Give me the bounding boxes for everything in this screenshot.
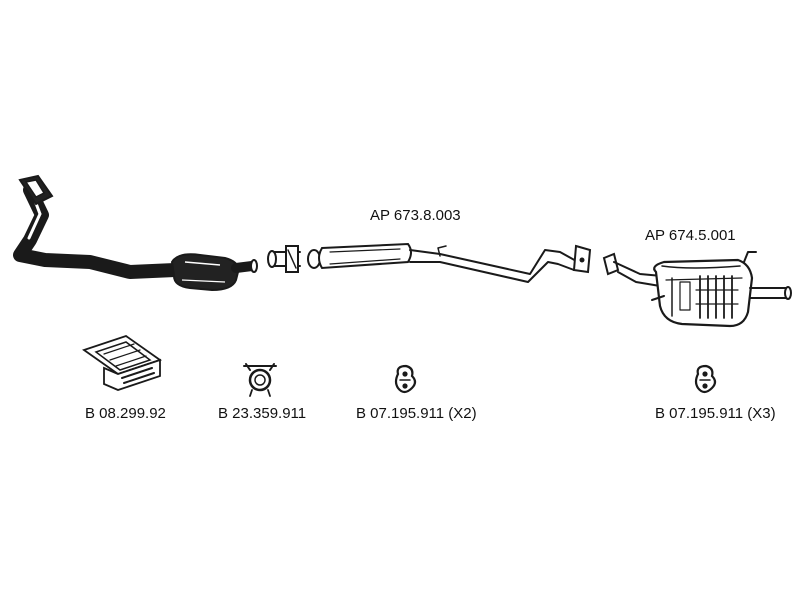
center-pipe-part-code: AP 673.8.003: [370, 207, 461, 224]
rubber-hanger-icon: [394, 364, 417, 394]
pipe-clamp-code: B 23.359.911: [218, 405, 306, 422]
rubber-hanger-x2-code: B 07.195.911 (X2): [356, 405, 477, 422]
muffler-ribs: [695, 275, 739, 319]
rubber-hanger-icon: [694, 364, 717, 394]
rear-muffler-assembly: [602, 251, 792, 328]
rear-muffler-part-code: AP 674.5.001: [645, 227, 736, 244]
center-pipe-assembly: [267, 242, 592, 283]
rubber-hanger-x3-code: B 07.195.911 (X3): [655, 405, 776, 422]
mounting-kit-code: B 08.299.92: [85, 405, 166, 422]
mounting-kit-box-icon: [82, 335, 162, 391]
pipe-clamp-icon: [243, 363, 277, 397]
front-pipe-catalytic-converter: [13, 174, 258, 292]
